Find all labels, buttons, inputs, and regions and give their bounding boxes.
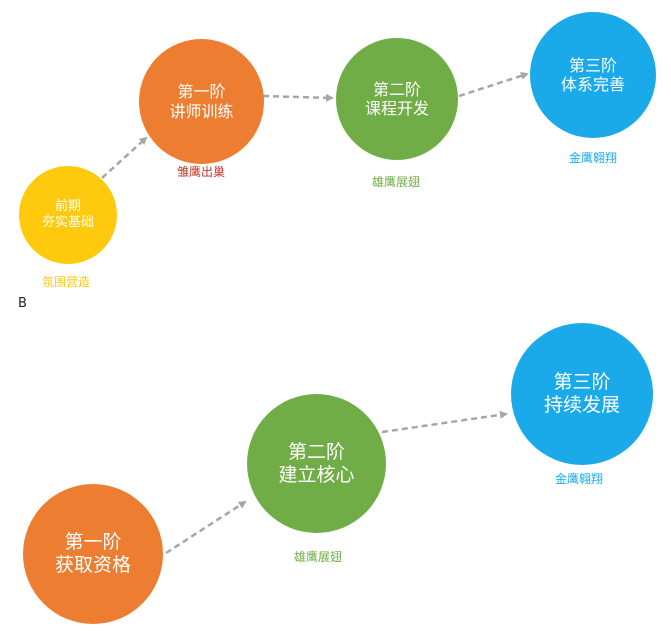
node-subtitle: 讲师训练: [169, 101, 234, 121]
node-title: 第一阶: [64, 531, 122, 554]
stage-node-b-phase1: 第一阶 获取资格: [23, 484, 163, 624]
node-subtitle: 夯实基础: [41, 215, 94, 230]
node-subtitle: 获取资格: [54, 554, 131, 576]
arrow-b-2: [381, 410, 508, 434]
stage-node-b-phase3: 第三阶 持续发展: [511, 323, 653, 465]
node-title: 前期: [54, 199, 81, 215]
section-b-label: B: [18, 296, 27, 311]
node-caption: 金鹰翱翔: [568, 151, 618, 165]
stage-node-phase2: 第二阶 课程开发: [336, 38, 458, 160]
arrow-a-1: [101, 136, 148, 179]
node-subtitle: 建立核心: [278, 463, 355, 486]
node-title: 第二阶: [372, 79, 421, 99]
stage-node-phase3: 第三阶 体系完善: [530, 12, 656, 138]
node-title: 第三阶: [568, 55, 617, 75]
node-caption: 雄鹰展翅: [371, 175, 421, 189]
stage-node-phase1: 第一阶 讲师训练: [139, 39, 264, 164]
node-title: 第一阶: [177, 82, 226, 102]
node-caption: 氛围营造: [41, 275, 91, 289]
node-subtitle: 持续发展: [543, 394, 620, 416]
node-caption: 雄鹰展翅: [293, 550, 343, 564]
node-subtitle: 课程开发: [364, 99, 429, 118]
arrow-b-1: [165, 500, 247, 555]
node-caption: 雏鹰出巢: [176, 165, 226, 179]
node-title: 第三阶: [553, 371, 611, 394]
node-subtitle: 体系完善: [560, 75, 625, 94]
stage-node-prep: 前期 夯实基础: [19, 166, 117, 264]
node-title: 第二阶: [287, 440, 345, 463]
stage-node-b-phase2: 第二阶 建立核心: [247, 394, 386, 533]
node-caption: 金鹰翱翔: [554, 472, 604, 486]
arrow-a-3: [458, 72, 529, 98]
arrow-a-2: [262, 93, 334, 102]
